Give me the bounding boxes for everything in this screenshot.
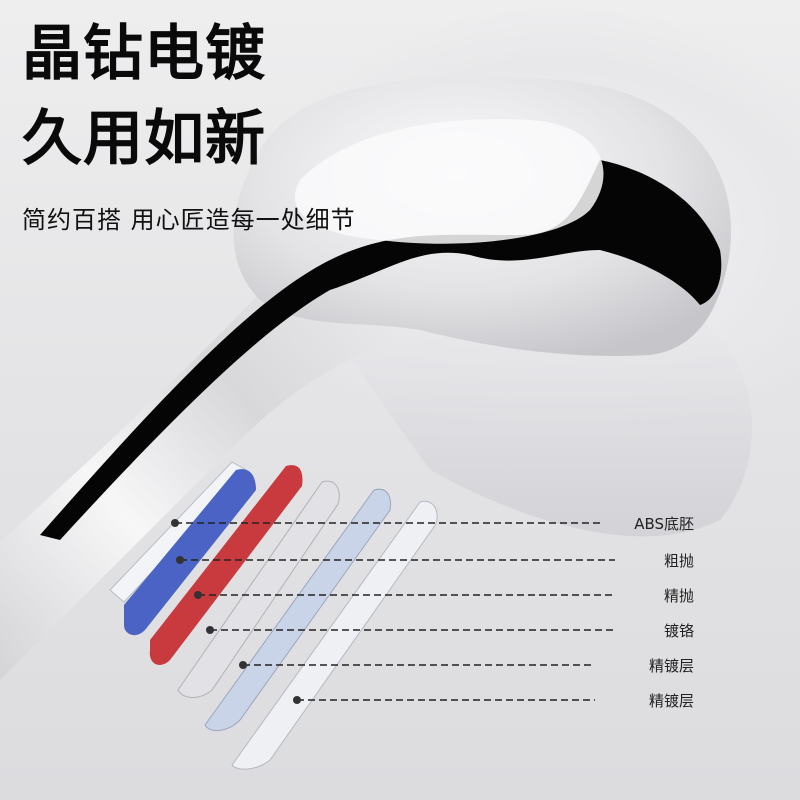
layer-label-fine-polish: 精抛 (663, 587, 694, 605)
layer-label-fine-plating-1: 精镀层 (648, 657, 694, 675)
leader-lines (175, 522, 615, 701)
leader-dots (171, 519, 301, 704)
layer-label-abs-base: ABS底胚 (634, 515, 694, 533)
layer-label-rough-polish: 粗抛 (663, 552, 694, 570)
headline-line2: 久用如新 (22, 104, 266, 174)
layer-strips (109, 461, 438, 770)
layer-label-chrome: 镀铬 (663, 622, 694, 640)
subtitle: 简约百搭 用心匠造每一处细节 (22, 206, 356, 234)
layer-label-fine-plating-2: 精镀层 (648, 692, 694, 710)
headline-line1: 晶钻电镀 (22, 19, 266, 89)
